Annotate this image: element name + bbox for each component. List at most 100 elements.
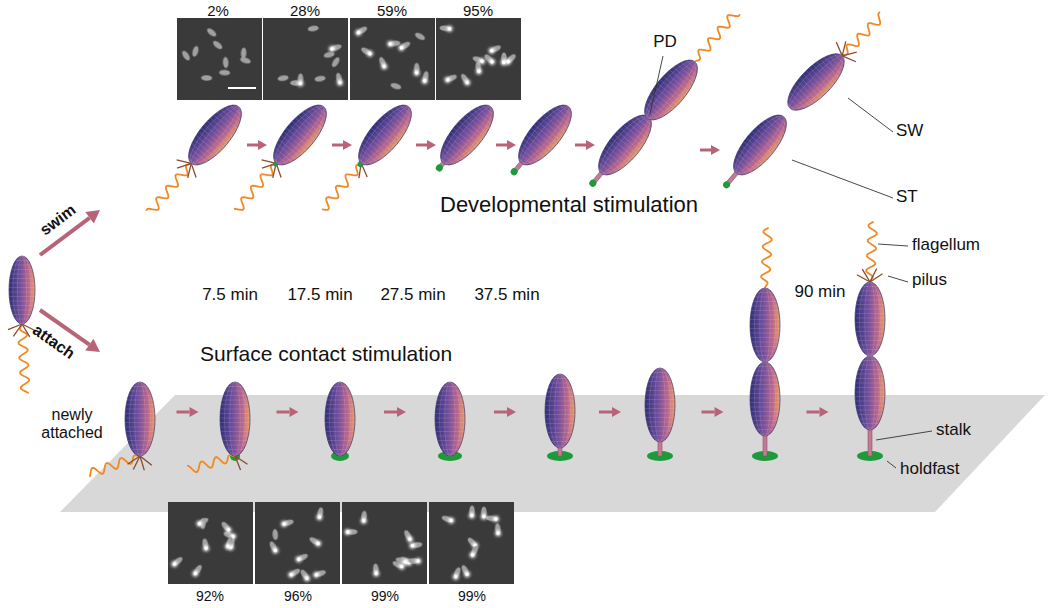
micrograph-panel xyxy=(403,560,407,564)
micrograph-panel xyxy=(453,566,462,578)
micrograph-panel xyxy=(459,72,471,86)
cell-figure xyxy=(445,382,456,456)
cell-figure xyxy=(732,113,788,176)
cell-figure xyxy=(9,256,35,324)
cell-figure xyxy=(8,256,35,393)
micrograph-panel xyxy=(177,18,262,100)
micrograph-panel xyxy=(488,47,496,55)
stage-arrow xyxy=(702,411,715,414)
cell-figure xyxy=(350,97,421,173)
pilus-line xyxy=(186,163,201,177)
cell-figure xyxy=(779,45,853,119)
pilus-line xyxy=(140,456,152,465)
stage-arrow xyxy=(277,411,290,414)
micrograph-panel xyxy=(277,75,289,82)
micrograph-panel xyxy=(330,56,341,68)
micrograph-panel xyxy=(390,82,402,91)
holdfast-dot xyxy=(509,167,519,177)
micrograph-panel xyxy=(342,502,427,584)
cell-figure xyxy=(755,288,776,362)
micrograph-panel xyxy=(297,80,303,86)
time-label: 17.5 min xyxy=(287,285,352,305)
cell-figure xyxy=(855,356,885,456)
cell-figure xyxy=(517,103,573,166)
stage-arrow xyxy=(332,144,343,147)
stage-arrow xyxy=(496,144,507,147)
micrograph-panel xyxy=(346,530,350,534)
cell-figure xyxy=(435,382,465,456)
cell-figure xyxy=(225,97,335,220)
leader-line xyxy=(878,244,908,246)
cell-figure xyxy=(636,3,748,128)
micrograph-panel xyxy=(316,507,324,521)
part-label: pilus xyxy=(912,270,947,290)
part-label: flagellum xyxy=(912,235,980,255)
micrograph-panel xyxy=(356,30,361,35)
time-label: 7.5 min xyxy=(202,285,258,305)
stage-arrow xyxy=(247,144,258,147)
cell-figure xyxy=(636,52,707,128)
micrograph-panel xyxy=(328,45,336,53)
micrograph-panel xyxy=(313,569,327,579)
cell-figure xyxy=(138,97,250,222)
micrograph-panel xyxy=(486,515,500,523)
cell-figure xyxy=(865,282,876,356)
micrograph-panel xyxy=(203,545,210,552)
micrograph-panel xyxy=(444,76,452,84)
micrograph-panel xyxy=(289,572,294,577)
cell-figure xyxy=(750,362,780,456)
micrograph-panel xyxy=(223,57,229,68)
micrograph-panel xyxy=(387,40,401,47)
micrograph-panel xyxy=(206,27,218,38)
cell-figure xyxy=(130,382,151,456)
micrograph-panel xyxy=(212,39,224,50)
micrograph-panel xyxy=(444,73,458,84)
stage-arrow xyxy=(807,411,820,414)
cell-figure xyxy=(643,58,699,121)
part-label: holdfast xyxy=(900,459,960,479)
percentage-label: 92% xyxy=(196,588,224,604)
micrograph-panel xyxy=(335,72,344,86)
micrograph-panel xyxy=(345,529,351,535)
stage-arrow xyxy=(177,407,199,417)
micrograph-panel xyxy=(219,70,230,76)
stage-arrow xyxy=(290,407,299,417)
micrograph-panel xyxy=(241,48,247,59)
micrograph-panel xyxy=(219,70,230,76)
micrograph-panel xyxy=(342,502,427,584)
cell-figure xyxy=(357,103,413,166)
micrograph-panel xyxy=(360,511,367,524)
micrograph-panel xyxy=(226,528,231,533)
micrograph-panel xyxy=(463,570,471,578)
micrograph-panel xyxy=(368,51,373,56)
micrograph-panel xyxy=(452,566,462,580)
stage-arrow xyxy=(190,407,199,417)
micrograph-panel xyxy=(314,75,326,82)
micrograph-panel xyxy=(445,78,449,82)
stage-arrow xyxy=(507,407,516,417)
stage-arrow xyxy=(496,140,516,150)
micrograph-panel xyxy=(489,48,494,53)
micrograph-panel xyxy=(255,502,340,584)
micrograph-panel xyxy=(330,56,341,68)
stage-arrow xyxy=(715,407,724,417)
micrograph-panel xyxy=(446,25,453,32)
micrograph-panel xyxy=(282,522,286,526)
micrograph-panel xyxy=(460,564,471,578)
micrograph-panel xyxy=(168,502,253,584)
micrograph-panel xyxy=(373,570,379,576)
cell-figure xyxy=(555,374,566,448)
micrograph-panel xyxy=(469,505,475,518)
scale-bar xyxy=(228,87,256,89)
micrograph-panel xyxy=(268,540,279,554)
stage-arrow xyxy=(416,144,427,147)
stage-arrow xyxy=(427,140,436,150)
time-label: 27.5 min xyxy=(380,285,445,305)
micrograph-panel xyxy=(277,75,289,82)
holdfast-dot xyxy=(722,180,732,190)
micrograph-panel xyxy=(195,516,209,528)
micrograph-panel xyxy=(495,530,501,536)
percentage-label: 95% xyxy=(463,2,493,19)
micrograph-panel xyxy=(299,82,302,85)
flagellum-line xyxy=(233,161,279,214)
